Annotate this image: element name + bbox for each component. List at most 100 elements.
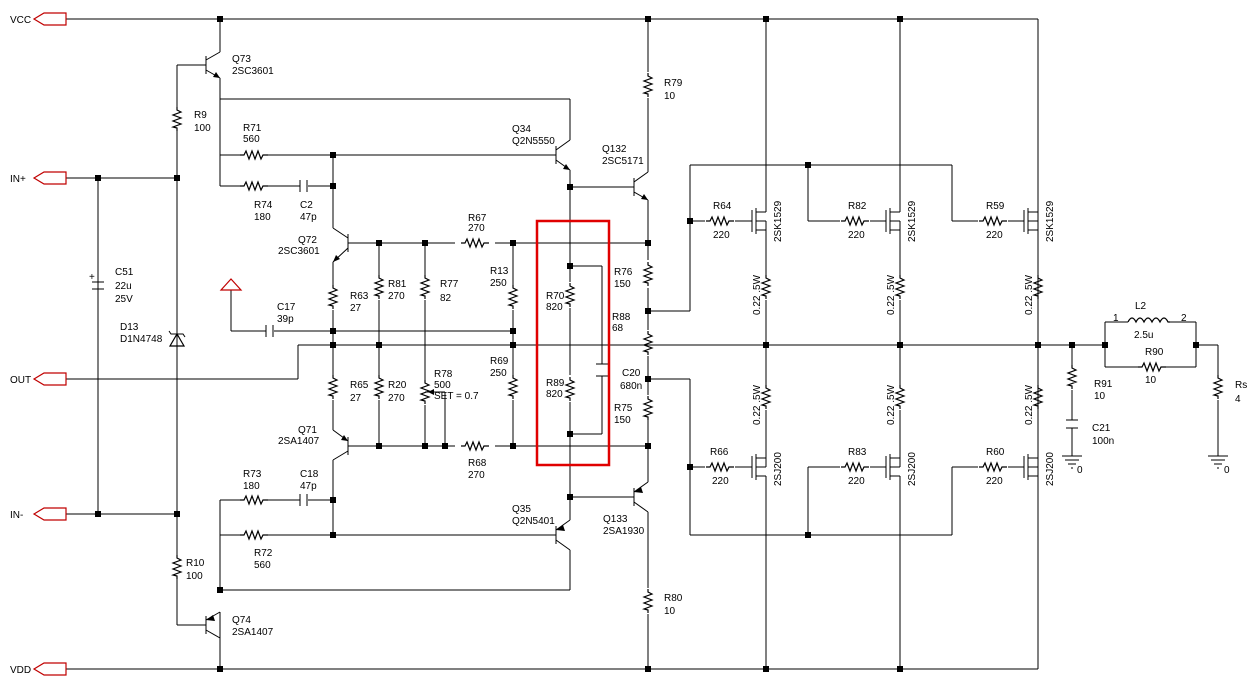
l2-value: 2.5u bbox=[1134, 330, 1153, 341]
port-vdd[interactable]: VDD bbox=[10, 662, 67, 676]
resistor-r64[interactable]: R64 220 bbox=[705, 201, 735, 241]
r79-ref: R79 bbox=[664, 78, 683, 89]
resistor-r20[interactable]: R20 270 bbox=[374, 374, 407, 404]
r72-value: 560 bbox=[254, 560, 271, 571]
q35-model: Q2N5401 bbox=[512, 516, 555, 527]
resistor-source-n2[interactable]: 0.22 .5W bbox=[886, 274, 905, 315]
resistor-r65[interactable]: R65 27 bbox=[328, 374, 369, 404]
c18-value: 47p bbox=[300, 481, 317, 492]
resistor-r76[interactable]: R76 150 bbox=[614, 261, 653, 290]
rsense-n3-value: 0.22 .5W bbox=[1024, 274, 1035, 315]
c51-rating: 25V bbox=[115, 294, 133, 305]
mosfet-n1[interactable]: 2SK1529 bbox=[751, 200, 784, 242]
bjt-q73[interactable]: Q73 2SC3601 bbox=[205, 51, 274, 79]
resistor-r68[interactable]: R68 270 bbox=[460, 441, 490, 481]
r9-value: 100 bbox=[194, 123, 211, 134]
c17-ref: C17 bbox=[277, 302, 296, 313]
port-in-minus[interactable]: IN- bbox=[10, 507, 67, 521]
capacitor-c18[interactable]: C18 47p bbox=[299, 469, 319, 506]
resistor-r77[interactable]: R77 82 bbox=[420, 274, 459, 304]
capacitor-c17[interactable]: C17 39p bbox=[265, 302, 296, 337]
r75-ref: R75 bbox=[614, 403, 633, 414]
bjt-q35[interactable]: Q35 Q2N5401 bbox=[512, 504, 571, 551]
ports: VCC IN+ OUT IN- VDD bbox=[10, 12, 243, 676]
r83-ref: R83 bbox=[848, 447, 867, 458]
mosfet-p2[interactable]: 2SJ200 bbox=[885, 452, 918, 486]
resistor-r90[interactable]: R90 10 bbox=[1137, 347, 1167, 386]
resistor-r82[interactable]: R82 220 bbox=[840, 201, 870, 241]
resistor-r71[interactable]: R71 560 bbox=[239, 123, 269, 160]
r91-value: 10 bbox=[1094, 391, 1106, 402]
capacitor-c51[interactable]: + C51 22u 25V bbox=[89, 267, 134, 305]
bjt-q72[interactable]: Q72 2SC3601 bbox=[278, 227, 349, 263]
resistor-r59[interactable]: R59 220 bbox=[978, 201, 1008, 241]
r76-ref: R76 bbox=[614, 267, 633, 278]
c51-ref: C51 bbox=[115, 267, 134, 278]
resistor-r72[interactable]: R72 560 bbox=[239, 530, 273, 571]
q73-ref: Q73 bbox=[232, 54, 251, 65]
resistor-r74[interactable]: R74 180 bbox=[239, 181, 273, 223]
resistor-r63[interactable]: R63 27 bbox=[328, 284, 369, 314]
resistor-r83[interactable]: R83 220 bbox=[840, 447, 870, 487]
rs-value: 4 bbox=[1235, 394, 1241, 405]
capacitor-c2[interactable]: C2 47p bbox=[299, 180, 317, 223]
resistor-r10[interactable]: R10 100 bbox=[172, 554, 205, 582]
q71-ref: Q71 bbox=[298, 425, 317, 436]
port-in-plus[interactable]: IN+ bbox=[10, 171, 67, 185]
c21-value: 100n bbox=[1092, 436, 1114, 447]
r59-value: 220 bbox=[986, 230, 1003, 241]
resistor-r13[interactable]: R13 250 bbox=[490, 266, 518, 310]
potentiometer-r78[interactable]: R78 500 SET = 0.7 bbox=[420, 369, 479, 405]
r75-value: 150 bbox=[614, 415, 631, 426]
bjt-q71[interactable]: Q71 2SA1407 bbox=[278, 425, 349, 461]
inductor-l2[interactable]: L2 1 2 2.5u bbox=[1113, 301, 1187, 341]
port-in-minus-label: IN- bbox=[10, 510, 23, 521]
c20-ref: C20 bbox=[622, 368, 641, 379]
resistor-source-n3[interactable]: 0.22 .5W bbox=[1024, 274, 1043, 315]
port-out[interactable]: OUT bbox=[10, 372, 67, 386]
resistor-r70[interactable]: R70 820 bbox=[546, 282, 575, 313]
mosfet-n2-model: 2SK1529 bbox=[907, 200, 918, 242]
resistor-r73[interactable]: R73 180 bbox=[239, 469, 269, 505]
mosfet-p1[interactable]: 2SJ200 bbox=[751, 452, 784, 486]
resistor-r60[interactable]: R60 220 bbox=[978, 447, 1008, 487]
resistor-r88[interactable]: R88 68 bbox=[612, 312, 653, 356]
bjt-q34[interactable]: Q34 Q2N5550 bbox=[512, 124, 571, 171]
mosfet-p3[interactable]: 2SJ200 bbox=[1023, 452, 1056, 486]
capacitor-c21[interactable]: C21 100n bbox=[1066, 419, 1114, 447]
resistor-r75[interactable]: R75 150 bbox=[614, 395, 653, 426]
r67-ref: R67 bbox=[468, 213, 487, 224]
bjt-q132[interactable]: Q132 2SC5171 bbox=[602, 144, 649, 201]
resistor-r89[interactable]: R89 820 bbox=[546, 376, 575, 402]
q35-ref: Q35 bbox=[512, 504, 531, 515]
resistor-rs[interactable]: Rs 4 bbox=[1213, 374, 1247, 405]
resistor-r66[interactable]: R66 220 bbox=[705, 447, 735, 487]
resistor-r67[interactable]: R67 270 bbox=[460, 213, 490, 248]
rsense-p1-value: 0.22 .5W bbox=[752, 384, 763, 425]
resistor-source-p2[interactable]: 0.22 .5W bbox=[886, 384, 905, 425]
r66-ref: R66 bbox=[710, 447, 729, 458]
resistor-r91[interactable]: R91 10 bbox=[1067, 364, 1113, 402]
bjt-q133[interactable]: Q133 2SA1930 bbox=[603, 481, 649, 537]
r64-value: 220 bbox=[713, 230, 730, 241]
mosfet-n2[interactable]: 2SK1529 bbox=[885, 200, 918, 242]
port-vcc[interactable]: VCC bbox=[10, 12, 67, 26]
ground-rs-label: 0 bbox=[1224, 465, 1230, 476]
port-vdd-label: VDD bbox=[10, 665, 31, 676]
mosfet-n3[interactable]: 2SK1529 bbox=[1023, 200, 1056, 242]
bjt-q74[interactable]: Q74 2SA1407 bbox=[205, 611, 274, 669]
c18-ref: C18 bbox=[300, 469, 319, 480]
resistor-r79[interactable]: R79 10 bbox=[643, 72, 683, 102]
highlight-box bbox=[535, 219, 611, 467]
resistor-r69[interactable]: R69 250 bbox=[490, 356, 518, 400]
resistor-source-p3[interactable]: 0.22 .5W bbox=[1024, 384, 1043, 425]
resistor-source-p1[interactable]: 0.22 .5W bbox=[752, 384, 771, 425]
q34-model: Q2N5550 bbox=[512, 136, 555, 147]
capacitor-c20[interactable]: C20 680n bbox=[596, 363, 642, 392]
resistor-source-n1[interactable]: 0.22 .5W bbox=[752, 274, 771, 315]
zener-diode-d13[interactable]: D13 D1N4748 bbox=[120, 322, 186, 347]
resistor-r81[interactable]: R81 270 bbox=[374, 274, 407, 302]
junction-dots bbox=[95, 16, 1199, 672]
resistor-r80[interactable]: R80 10 bbox=[643, 588, 683, 617]
resistor-r9[interactable]: R9 100 bbox=[172, 106, 211, 134]
